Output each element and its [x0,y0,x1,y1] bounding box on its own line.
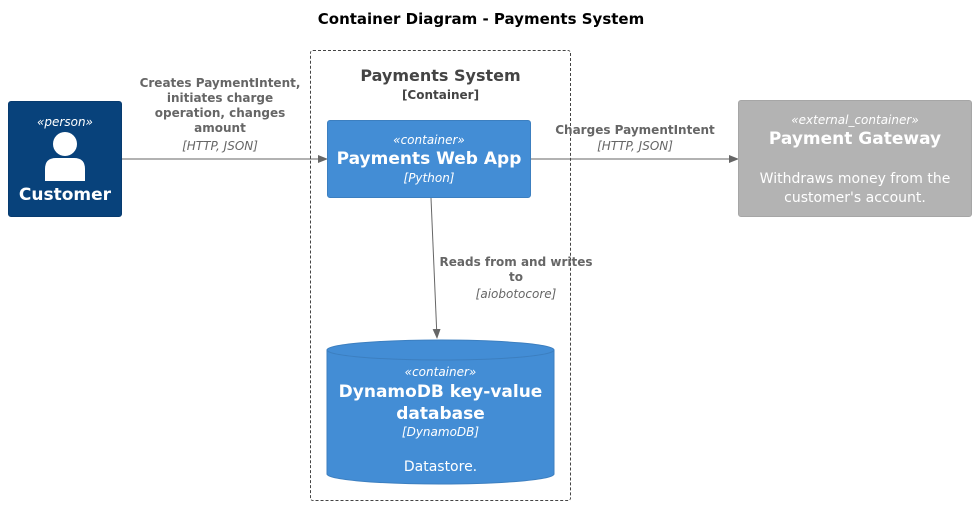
webapp-technology: [Python] [403,171,455,185]
gateway-description-line: Withdraws money from the [759,171,951,187]
database-technology: [DynamoDB] [401,425,480,439]
database-name-line: database [396,404,485,424]
relation-customer-webapp-technology: [HTTP, JSON] [182,139,258,153]
database-cylinder [326,339,555,485]
relation-label-line: Creates PaymentIntent, [139,76,301,90]
webapp-name: Payments Web App [336,149,522,169]
relation-label-line: amount [194,121,246,135]
database-stereotype: «container» [404,365,477,379]
gateway-description-line: customer's account. [784,190,926,206]
database-name: DynamoDB key-value database [327,381,554,425]
gateway-description: Withdraws money from the customer's acco… [738,170,972,208]
person-icon [45,132,85,181]
relation-webapp-database-technology: [aiobotocore] [475,287,557,301]
database-name-line: DynamoDB key-value [338,382,543,402]
boundary-name: Payments System [360,66,521,85]
gateway-box[interactable] [738,100,972,217]
database-description: Datastore. [403,459,478,475]
relation-label-line: Reads from and writes [439,255,593,269]
relation-label-line: operation, changes [154,106,286,120]
relation-label-line: initiates charge [166,91,274,105]
customer-stereotype: «person» [37,115,93,129]
gateway-name: Payment Gateway [768,129,942,149]
boundary-type: [Container] [401,88,480,102]
system-boundary [310,50,571,501]
relation-webapp-gateway-technology: [HTTP, JSON] [597,139,673,153]
webapp-box[interactable] [327,120,531,198]
relation-webapp-database-label: Reads from and writes to [426,255,606,285]
customer-name: Customer [18,185,112,205]
diagram-title: Container Diagram - Payments System [317,10,645,28]
gateway-stereotype: «external_container» [791,113,919,127]
relation-customer-webapp-label: Creates PaymentIntent, initiates charge … [120,76,320,136]
webapp-stereotype: «container» [393,133,465,147]
relation-webapp-gateway-label: Charges PaymentIntent [555,123,715,137]
relation-label-line: to [509,270,523,284]
arrow-webapp-to-database [430,197,441,339]
